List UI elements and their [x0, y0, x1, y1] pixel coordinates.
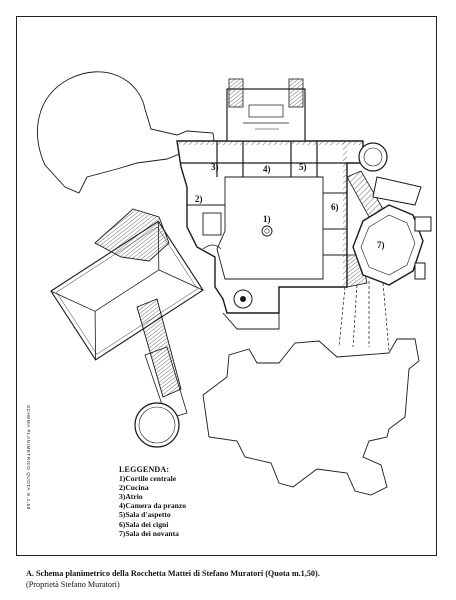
- legend-item-1: 1)Cortile centrale: [119, 474, 177, 484]
- room-label-3: 3): [211, 162, 219, 172]
- legend-item-4: 4)Camera da pranzo: [119, 501, 187, 511]
- legend: LEGGENDA: 1)Cortile centrale 2)Cucina 3)…: [119, 465, 186, 538]
- northeast-tower: [358, 142, 388, 172]
- room-label-4: 4): [263, 164, 271, 174]
- terrain-outline-upper: [36, 71, 216, 194]
- bastion-outline: [202, 338, 420, 496]
- round-tower: [134, 402, 180, 448]
- floor-plan-drawing: [36, 71, 432, 496]
- octagonal-hall: [352, 204, 424, 286]
- room-label-6: 6): [331, 202, 339, 212]
- legend-item-5: 5)Sala d'aspetto: [119, 510, 171, 520]
- legend-item-6: 6)Sala dei cigni: [119, 519, 169, 529]
- caption-sub: (Proprietà Stefano Muratori): [26, 580, 120, 589]
- south-wall: [222, 312, 280, 330]
- plan-vertical-label: SCHEMA PLANIMETRICO QUOTA m.1,50: [26, 405, 31, 510]
- legend-item-2: 2)Cucina: [119, 483, 149, 493]
- lower-stair: [144, 346, 188, 420]
- diagonal-ramp: [94, 208, 170, 262]
- main-building: [176, 140, 364, 314]
- floor-plan-plate: 1) 2) 3) 4) 5) 6) 7) SCHEMA PLANIMETRICO…: [16, 16, 437, 556]
- figure-caption: A. Schema planimetrico della Rocchetta M…: [26, 568, 446, 590]
- north-entrance: [226, 78, 306, 142]
- caption-main: A. Schema planimetrico della Rocchetta M…: [26, 569, 320, 578]
- legend-item-3: 3)Atrio: [119, 492, 143, 502]
- spiral-stair: [233, 289, 253, 309]
- room-label-1: 1): [263, 214, 271, 224]
- room-label-7: 7): [377, 240, 385, 250]
- long-stair: [136, 298, 182, 398]
- room-label-2: 2): [195, 194, 203, 204]
- legend-item-7: 7)Sala dei novanta: [119, 528, 179, 538]
- east-annex: [372, 176, 422, 206]
- room-label-5: 5): [299, 162, 307, 172]
- courtyard-well: [261, 225, 273, 237]
- legend-title: LEGGENDA:: [119, 465, 170, 474]
